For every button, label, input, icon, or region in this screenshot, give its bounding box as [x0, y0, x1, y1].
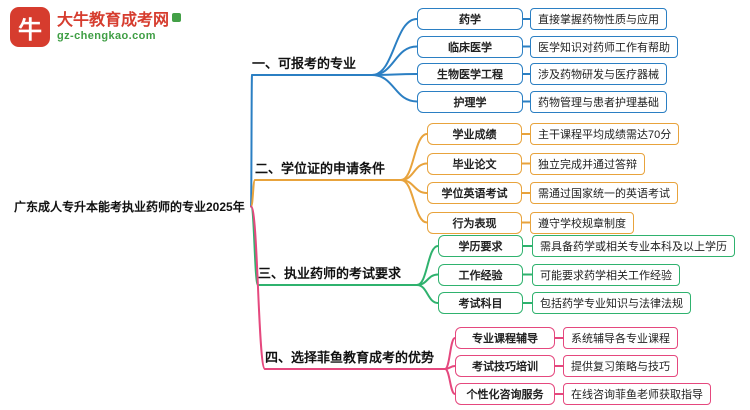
item-note: 独立完成并通过答辩: [530, 152, 645, 175]
item-topic: 毕业论文: [427, 152, 522, 175]
registered-mark-icon: [172, 12, 182, 22]
connector-line: [371, 74, 418, 103]
item-topic: 学业成绩: [427, 123, 522, 145]
connector-line: [416, 284, 439, 304]
site-logo: 牛 大牛教育成考网 gz-chengkao.com: [10, 7, 182, 47]
site-name: 大牛教育成考网: [57, 11, 170, 29]
item-topic: 考试技巧培训: [455, 355, 555, 377]
item-note: 提供复习策略与技巧: [563, 355, 678, 377]
item-topic: 工作经验: [438, 263, 523, 286]
root-topic: 广东成人专升本能考执业药师的专业2025年: [14, 200, 245, 214]
item-topic: 生物医学工程: [417, 63, 523, 85]
item-topic: 护理学: [417, 90, 523, 113]
site-url: gz-chengkao.com: [57, 30, 156, 42]
connector-line: [371, 73, 418, 76]
branch-topic: 二、学位证的申请条件: [255, 161, 386, 176]
connector-line: [400, 133, 428, 181]
item-note: 可能要求药学相关工作经验: [532, 263, 680, 286]
connector-line: [400, 162, 428, 181]
connector-line: [444, 368, 456, 395]
connector-line: [250, 205, 266, 370]
item-topic: 专业课程辅导: [455, 327, 555, 349]
connector-line: [444, 365, 456, 370]
connector-line: [416, 273, 439, 286]
item-note: 主干课程平均成绩需达70分: [530, 123, 680, 145]
item-note: 医学知识对药师工作有帮助: [530, 35, 678, 58]
connector-line: [250, 179, 256, 208]
bull-logo-icon: 牛: [10, 7, 50, 47]
connector-line: [371, 45, 418, 76]
item-note: 遵守学校规章制度: [530, 211, 634, 234]
connector-line: [400, 179, 428, 194]
item-note: 直接掌握药物性质与应用: [530, 8, 667, 30]
site-name-row: 大牛教育成考网: [57, 11, 182, 30]
item-topic: 个性化咨询服务: [455, 383, 555, 405]
connector-line: [400, 179, 428, 224]
connector-line: [250, 74, 253, 208]
item-topic: 学位英语考试: [427, 182, 522, 204]
site-logo-text: 大牛教育成考网 gz-chengkao.com: [57, 11, 182, 43]
item-topic: 行为表现: [427, 211, 522, 234]
connector-line: [444, 337, 456, 370]
item-note: 包括药学专业知识与法律法规: [532, 292, 691, 314]
branch-topic: 一、可报考的专业: [252, 56, 357, 71]
item-note: 在线咨询菲鱼老师获取指导: [563, 383, 711, 405]
item-topic: 考试科目: [438, 292, 523, 314]
item-note: 药物管理与患者护理基础: [530, 90, 667, 113]
connector-line: [416, 245, 439, 286]
item-topic: 临床医学: [417, 35, 523, 58]
item-note: 需通过国家统一的英语考试: [530, 182, 678, 204]
connector-line: [371, 18, 418, 76]
connector-line: [250, 205, 259, 286]
branch-topic: 三、执业药师的考试要求: [258, 266, 402, 281]
item-topic: 药学: [417, 8, 523, 30]
item-topic: 学历要求: [438, 235, 523, 257]
item-note: 涉及药物研发与医疗器械: [530, 63, 667, 85]
item-note: 系统辅导各专业课程: [563, 327, 678, 349]
item-note: 需具备药学或相关专业本科及以上学历: [532, 235, 735, 257]
branch-topic: 四、选择菲鱼教育成考的优势: [265, 350, 435, 365]
